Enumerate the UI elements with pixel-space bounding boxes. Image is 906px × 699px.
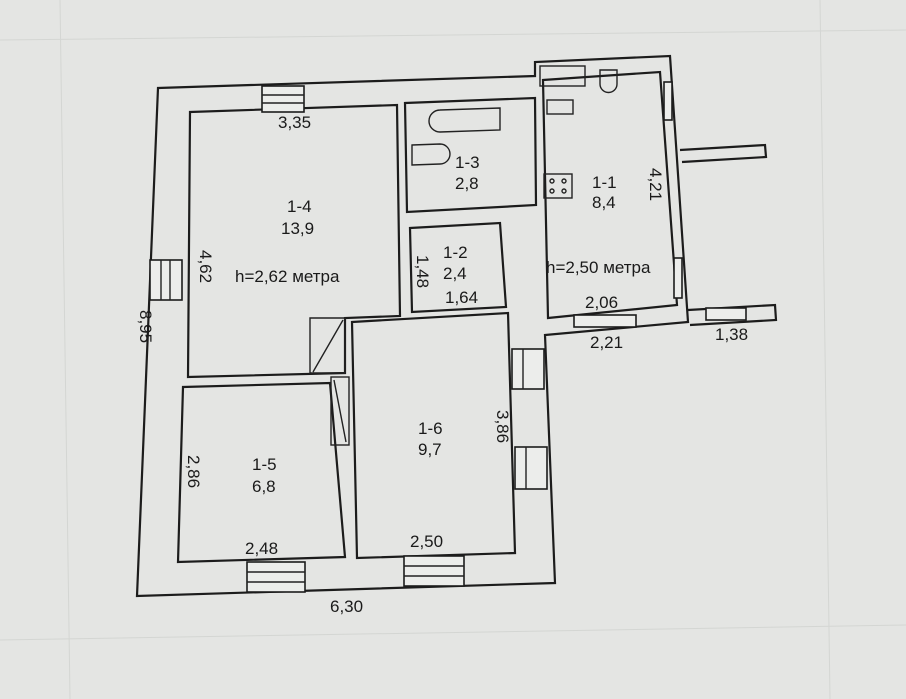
room-1-6-outline [350,311,517,560]
toilet-icon [411,143,451,166]
room-1-5-id: 1-5 [252,455,277,474]
room-1-4-width: 3,35 [278,113,311,132]
room-1-2-outline [408,221,508,314]
sink-counter-icon [539,65,586,87]
room-1-1-area: 8,4 [592,193,616,212]
room-1-6-area: 9,7 [418,440,442,459]
room-1-2-length: 1,64 [445,288,478,307]
room-1-6-id: 1-6 [418,419,443,438]
room-1-4-height: h=2,62 метра [235,267,340,286]
ventilation-shaft [309,317,346,374]
washbasin-icon [599,69,618,94]
windows [149,81,747,593]
porch [679,143,768,164]
room-1-3-id: 1-3 [455,153,480,172]
room-1-5-length: 2,86 [184,455,203,488]
room-1-4-id: 1-4 [287,197,312,216]
room-1-3-outline [403,96,538,214]
stove-heater [330,376,350,446]
room-1-2-id: 1-2 [443,243,468,262]
room-1-6-width: 2,50 [410,532,443,551]
boiler-icon [546,99,574,115]
outer-length: 8,95 [136,310,155,343]
room-1-1-outline [541,70,679,320]
room-1-3-area: 2,8 [455,174,479,193]
room-1-2-width: 1,48 [413,255,432,288]
room-1-1-width: 2,06 [585,293,618,312]
outer-width: 6,30 [330,597,363,616]
kitchen-outer-width: 2,21 [590,333,623,352]
room-1-4-outline [186,103,402,379]
room-1-2-area: 2,4 [443,264,467,283]
bathtub-icon [428,107,501,133]
room-1-4-length: 4,62 [196,250,215,283]
room-1-6-length: 3,86 [493,410,512,443]
room-1-1-length: 4,21 [646,168,665,201]
room-1-4-area: 13,9 [281,219,314,238]
room-1-5-outline [176,381,347,564]
room-1-5-width: 2,48 [245,539,278,558]
room-1-1-id: 1-1 [592,173,617,192]
room-1-1-height: h=2,50 метра [546,258,651,277]
room-1-5-area: 6,8 [252,477,276,496]
stove-icon [543,173,573,199]
porch-width: 1,38 [715,325,748,344]
